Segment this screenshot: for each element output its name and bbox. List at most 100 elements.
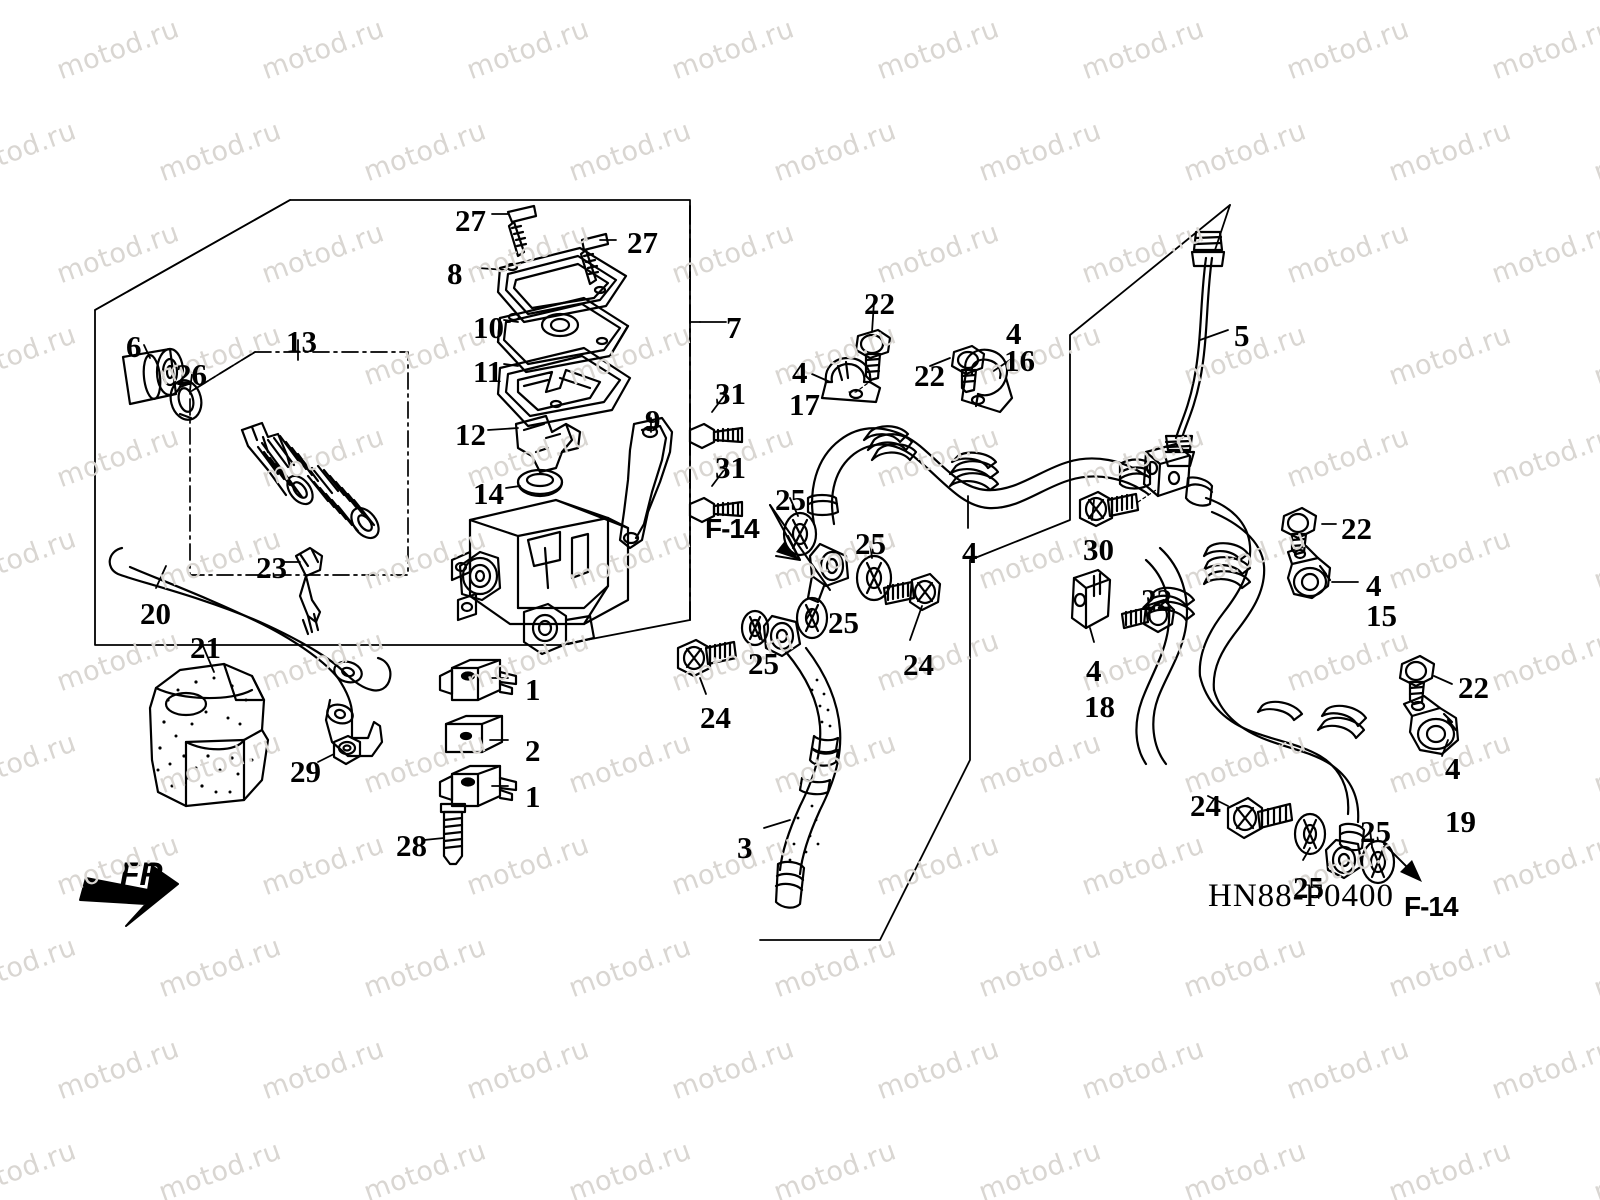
callout-28[interactable]: 28 <box>396 828 427 863</box>
part-14-circlip <box>516 468 564 498</box>
callout-3[interactable]: 3 <box>737 830 753 865</box>
part-22-bolt-a <box>845 328 892 393</box>
callout-6[interactable]: 6 <box>126 329 142 364</box>
callout-23[interactable]: 23 <box>256 550 287 585</box>
callout-19[interactable]: 19 <box>1445 804 1476 839</box>
callout-4[interactable]: 4 <box>1445 751 1461 786</box>
callout-4[interactable]: 4 <box>1366 568 1382 603</box>
part-3-brake-hose <box>774 646 842 909</box>
callout-12[interactable]: 12 <box>455 417 486 452</box>
part-4-upper-hose <box>806 425 1150 526</box>
callout-24[interactable]: 24 <box>1190 788 1221 823</box>
callout-4[interactable]: 4 <box>1006 316 1022 351</box>
washer-25a <box>1293 812 1327 856</box>
master-cylinder-body <box>450 498 630 656</box>
part-15-clamper <box>1286 544 1332 600</box>
fr-arrow <box>80 866 178 926</box>
part-22-bolt-b <box>950 344 986 394</box>
callout-21[interactable]: 21 <box>190 630 221 665</box>
part-23-pivot-bolt <box>294 546 324 636</box>
callout-20[interactable]: 20 <box>140 596 171 631</box>
callout-25[interactable]: 25 <box>1360 814 1391 849</box>
banjo-bolt-24b <box>676 638 738 678</box>
part-8-reservoir-cap <box>496 246 628 324</box>
cross-reference-f-14[interactable]: F-14 <box>1404 891 1459 922</box>
banjo-upper-25b <box>855 554 893 602</box>
part-30-joint-bolt <box>1078 489 1157 528</box>
fr-arrow-outline <box>79 865 179 927</box>
callout-22[interactable]: 22 <box>1141 582 1172 617</box>
banjo-fitting-b <box>762 614 802 658</box>
callout-31[interactable]: 31 <box>715 376 746 411</box>
leader-lines <box>143 213 1453 861</box>
part-31-bolt-a <box>688 422 744 450</box>
callout-25[interactable]: 25 <box>828 605 859 640</box>
callout-22[interactable]: 22 <box>864 286 895 321</box>
cross-reference-f-14[interactable]: F-14 <box>705 513 760 544</box>
callout-2[interactable]: 2 <box>525 733 541 768</box>
part-18-hose-stay <box>1070 568 1112 630</box>
callout-16[interactable]: 16 <box>1004 343 1035 378</box>
callout-1[interactable]: 1 <box>525 779 541 814</box>
part-26-snapring <box>169 379 203 421</box>
banjo-lower-25c <box>795 596 829 640</box>
xref-arrow-left-head <box>776 542 800 560</box>
callout-30[interactable]: 30 <box>1083 532 1114 567</box>
callout-29[interactable]: 29 <box>290 754 321 789</box>
banjo-fitting-c <box>1324 838 1364 880</box>
banjo-fitting-a <box>806 542 850 604</box>
part-4-right-hose <box>1198 496 1368 852</box>
callout-27[interactable]: 27 <box>455 203 486 238</box>
callout-25[interactable]: 25 <box>1293 870 1324 905</box>
callout-10[interactable]: 10 <box>473 310 504 345</box>
callout-22[interactable]: 22 <box>1341 511 1372 546</box>
callout-15[interactable]: 15 <box>1366 598 1397 633</box>
part-31-bolt-b <box>688 496 744 524</box>
callout-26[interactable]: 26 <box>176 357 207 392</box>
callout-24[interactable]: 24 <box>700 700 731 735</box>
part-28-bolt <box>439 802 467 866</box>
part-27-screw-b <box>579 232 610 286</box>
callout-7[interactable]: 7 <box>726 310 742 345</box>
drawing-code: HN88-F0400 <box>1208 878 1395 914</box>
part-20-brake-lever <box>108 546 392 758</box>
callout-5[interactable]: 5 <box>1234 318 1250 353</box>
part-11-diaphragm <box>496 346 632 428</box>
callout-27[interactable]: 27 <box>627 225 658 260</box>
callout-22[interactable]: 22 <box>914 358 945 393</box>
part-17-clamper <box>820 356 882 404</box>
callout-24[interactable]: 24 <box>903 647 934 682</box>
callout-11[interactable]: 11 <box>473 354 503 389</box>
hose-junction-block <box>1118 442 1214 507</box>
callout-8[interactable]: 8 <box>447 256 463 291</box>
xref-arrow-right-head <box>1400 860 1422 882</box>
callout-25[interactable]: 25 <box>855 526 886 561</box>
callout-18[interactable]: 18 <box>1084 689 1115 724</box>
part-21-lever-boot <box>148 662 270 808</box>
callout-31[interactable]: 31 <box>715 450 746 485</box>
callout-25[interactable]: 25 <box>775 482 806 517</box>
callout-17[interactable]: 17 <box>789 387 820 422</box>
callout-1[interactable]: 1 <box>525 672 541 707</box>
callout-22[interactable]: 22 <box>1458 670 1489 705</box>
part-1-switch-bottom <box>438 764 518 808</box>
part-3-texture <box>788 678 832 862</box>
callout-25[interactable]: 25 <box>748 646 779 681</box>
part-22-bolt-d <box>1280 506 1318 556</box>
callout-4[interactable]: 4 <box>962 535 978 570</box>
part-1-switch-top <box>438 658 518 702</box>
part-22-bolt-c <box>1120 598 1176 634</box>
callout-14[interactable]: 14 <box>473 476 504 511</box>
banjo-upper-25a <box>782 511 818 557</box>
part-4-lower-right-hose <box>1135 546 1304 766</box>
callout-13[interactable]: 13 <box>286 324 317 359</box>
callout-4[interactable]: 4 <box>1086 653 1102 688</box>
banjo-lower-25d <box>740 609 770 647</box>
callout-4[interactable]: 4 <box>792 355 808 390</box>
part-6-boot <box>121 347 185 406</box>
washer-25b <box>1360 839 1396 885</box>
part-12-clip <box>514 414 582 474</box>
part-9-holder <box>618 416 674 550</box>
callout-9[interactable]: 9 <box>645 403 661 438</box>
